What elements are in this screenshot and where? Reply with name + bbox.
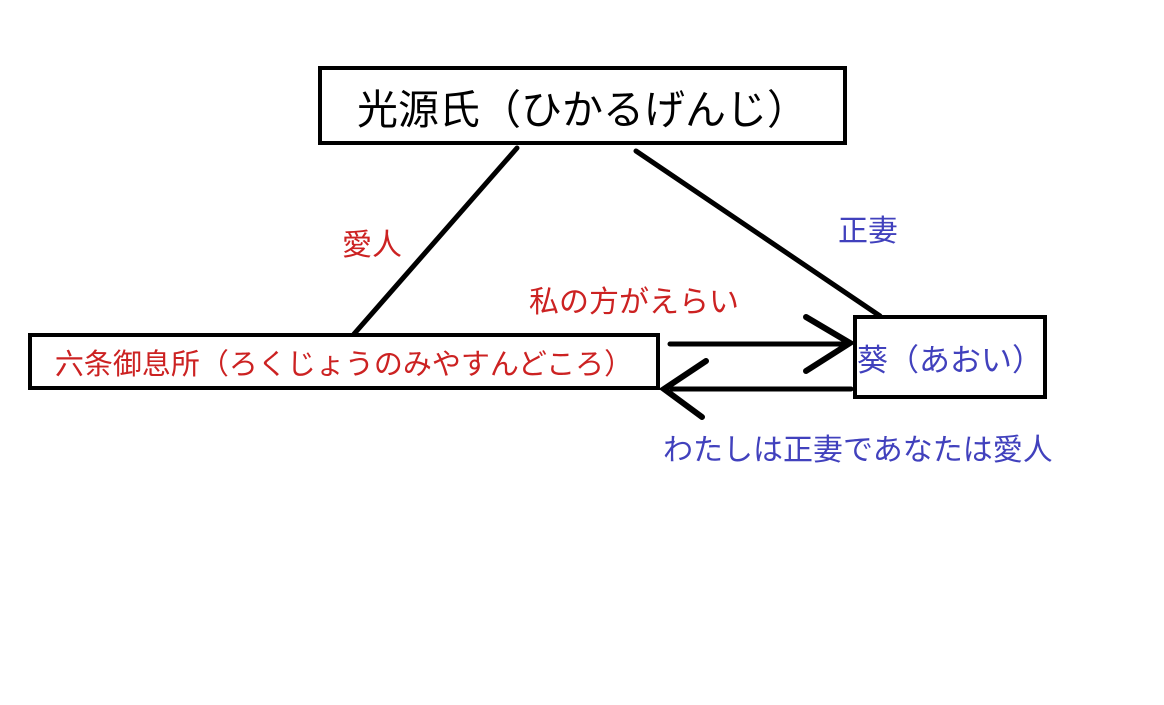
node-box-aoi: 葵（あおい） bbox=[853, 315, 1047, 399]
node-box-hikaru-genji: 光源氏（ひかるげんじ） bbox=[318, 66, 847, 145]
edge-label-legal-wife: 正妻 bbox=[838, 215, 898, 248]
edge-label-rokujo-claim: 私の方がえらい bbox=[529, 286, 739, 319]
node-label-hikaru-genji: 光源氏（ひかるげんじ） bbox=[357, 86, 808, 133]
node-label-aoi: 葵（あおい） bbox=[857, 342, 1043, 378]
node-box-rokujo-miyasundokoro: 六条御息所（ろくじょうのみやすんどころ） bbox=[28, 333, 660, 390]
arrowhead-left-icon bbox=[658, 358, 709, 420]
edge-line-genji-rokujo bbox=[351, 145, 520, 337]
edge-line-genji-aoi bbox=[633, 148, 883, 319]
edge-label-aoi-claim: わたしは正妻であなたは愛人 bbox=[663, 434, 1053, 467]
arrowhead-right-icon bbox=[803, 314, 856, 374]
node-label-rokujo-miyasundokoro: 六条御息所（ろくじょうのみやすんどころ） bbox=[54, 348, 634, 381]
edge-label-lover: 愛人 bbox=[342, 229, 402, 262]
